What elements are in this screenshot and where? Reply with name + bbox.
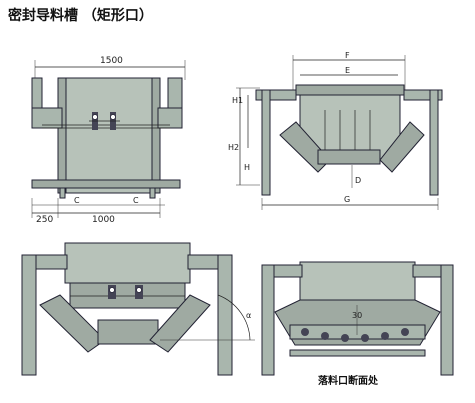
dim-left-label: 250 [36,215,53,225]
page-title: 密封导料槽 （矩形口） [7,7,153,24]
dim-center-label: 30 [352,311,362,320]
clamp-hardware [89,112,120,130]
right-idler [379,121,425,173]
dim-g-label: G [344,195,350,204]
dim-overall-label: 1500 [100,56,123,66]
dim-h2-label: H2 [228,143,239,152]
dim-h1-label: H1 [232,96,243,105]
end-view: α [21,242,255,376]
dim-e-label: E [345,66,350,75]
trough-body [57,77,161,194]
end-right-post [217,254,233,376]
dim-c2-label: C [133,196,139,205]
roller-row [289,324,426,342]
end-right-idler [149,294,211,353]
right-frame-post [429,89,439,196]
dim-c1-label: C [74,196,80,205]
side-view: 1500 250 1000 [31,56,186,225]
cross-section-view: F E H1 H2 H D G [228,51,443,210]
center-idler [317,149,381,165]
angle-arc [217,294,251,341]
dim-h-label: H [244,163,250,172]
dim-mid-label: 1000 [92,215,115,225]
dim-d-label: D [355,176,361,185]
discharge-caption: 落料口断面处 [318,374,379,387]
end-clamp-hardware [108,285,143,299]
discharge-section-view: 30 落料口断面处 [261,261,454,387]
left-frame-post [261,89,271,196]
end-view-chute [64,242,191,284]
discharge-chute [299,261,416,303]
discharge-left-post [261,264,275,376]
belt-strip [31,179,181,189]
discharge-right-post [440,264,454,376]
dim-f-label: F [345,51,350,60]
angle-label: α [246,311,251,320]
end-center-idler [97,319,159,345]
end-left-post [21,254,37,376]
